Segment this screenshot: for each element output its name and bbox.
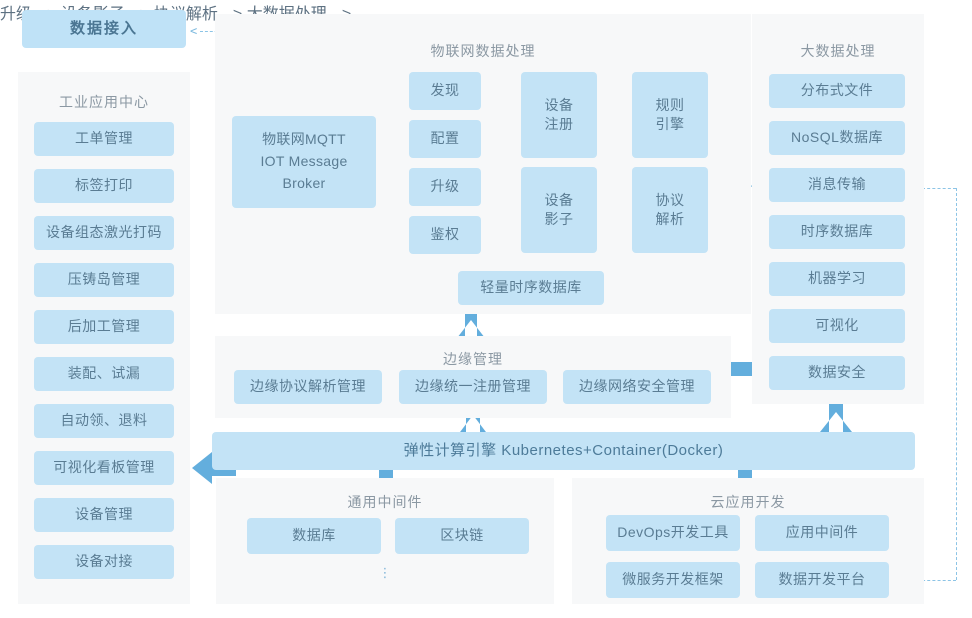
header-data-access-label: 数据接入 bbox=[69, 19, 138, 37]
box-device-shadow-line2: 影子 bbox=[544, 211, 574, 227]
box-device-shadow-line1: 设备 bbox=[544, 192, 574, 209]
box-protocol-parsing[interactable]: 协议 解析 bbox=[632, 167, 708, 253]
box-elastic-compute-engine[interactable]: 弹性计算引擎 Kubernetes+Container(Docker) bbox=[212, 432, 915, 470]
box-edge-protocol-parsing-management[interactable]: 边缘协议解析管理 bbox=[234, 370, 382, 404]
connector-bigdata-horizontal bbox=[922, 188, 956, 189]
panel-title-edge-management: 边缘管理 bbox=[443, 351, 503, 367]
box-device-registration-line2: 注册 bbox=[544, 116, 574, 132]
box-blockchain[interactable]: 区块链 bbox=[395, 518, 529, 554]
box-device-registration[interactable]: 设备 注册 bbox=[521, 72, 597, 158]
box-rule-engine[interactable]: 规则 引擎 bbox=[632, 72, 708, 158]
box-visualization[interactable]: 可视化 bbox=[769, 309, 905, 343]
box-configuration[interactable]: 配置 bbox=[409, 120, 481, 158]
box-message-transport[interactable]: 消息传输 bbox=[769, 168, 905, 202]
box-rule-engine-line2: 引擎 bbox=[655, 116, 685, 132]
box-auto-material-request-return[interactable]: 自动领、退料 bbox=[34, 404, 174, 438]
box-authentication[interactable]: 鉴权 bbox=[409, 216, 481, 254]
box-application-middleware[interactable]: 应用中间件 bbox=[755, 515, 889, 551]
box-device-shadow[interactable]: 设备 影子 bbox=[521, 167, 597, 253]
box-die-casting-island-management[interactable]: 压铸岛管理 bbox=[34, 263, 174, 297]
box-microservice-framework[interactable]: 微服务开发框架 bbox=[606, 562, 740, 598]
box-device-management[interactable]: 设备管理 bbox=[34, 498, 174, 532]
box-upgrade[interactable]: 升级 bbox=[409, 168, 481, 206]
arrow-compute-to-big-data bbox=[820, 404, 852, 432]
box-work-order-management[interactable]: 工单管理 bbox=[34, 122, 174, 156]
box-visual-dashboard-management[interactable]: 可视化看板管理 bbox=[34, 451, 174, 485]
box-data-security[interactable]: 数据安全 bbox=[769, 356, 905, 390]
box-edge-network-security-management[interactable]: 边缘网络安全管理 bbox=[563, 370, 711, 404]
box-iot-mqtt-broker[interactable]: 物联网MQTT IOT Message Broker bbox=[232, 116, 376, 208]
header-data-access-box[interactable]: 数据接入 bbox=[22, 10, 186, 48]
box-lightweight-tsdb[interactable]: 轻量时序数据库 bbox=[458, 271, 604, 305]
panel-title-industrial-app-center: 工业应用中心 bbox=[59, 94, 149, 110]
box-machine-learning[interactable]: 机器学习 bbox=[769, 262, 905, 296]
box-time-series-database[interactable]: 时序数据库 bbox=[769, 215, 905, 249]
box-post-processing-management[interactable]: 后加工管理 bbox=[34, 310, 174, 344]
box-label-printing[interactable]: 标签打印 bbox=[34, 169, 174, 203]
box-rule-engine-line1: 规则 bbox=[655, 97, 685, 114]
box-device-config-laser-marking[interactable]: 设备组态激光打码 bbox=[34, 216, 174, 250]
box-iot-mqtt-broker-line2: IOT Message bbox=[260, 153, 348, 170]
middleware-more-ellipsis: ⋮ bbox=[378, 565, 392, 580]
box-device-integration[interactable]: 设备对接 bbox=[34, 545, 174, 579]
box-database[interactable]: 数据库 bbox=[247, 518, 381, 554]
box-device-registration-line1: 设备 bbox=[544, 97, 574, 114]
box-data-development-platform[interactable]: 数据开发平台 bbox=[755, 562, 889, 598]
box-devops-tools[interactable]: DevOps开发工具 bbox=[606, 515, 740, 551]
box-nosql-database[interactable]: NoSQL数据库 bbox=[769, 121, 905, 155]
box-assembly-leak-test[interactable]: 装配、试漏 bbox=[34, 357, 174, 391]
panel-title-common-middleware: 通用中间件 bbox=[347, 494, 423, 510]
panel-title-iot-data-processing: 物联网数据处理 bbox=[430, 43, 536, 59]
connector-arrowhead-data-access: < bbox=[190, 24, 197, 38]
panel-title-big-data-processing: 大数据处理 bbox=[800, 43, 876, 59]
box-distributed-file[interactable]: 分布式文件 bbox=[769, 74, 905, 108]
connector-right-edge-vertical bbox=[956, 188, 957, 580]
box-iot-mqtt-broker-line1: 物联网MQTT bbox=[262, 131, 346, 148]
box-iot-mqtt-broker-line3: Broker bbox=[282, 174, 326, 191]
box-protocol-parsing-line2: 解析 bbox=[655, 211, 685, 227]
box-discovery[interactable]: 发现 bbox=[409, 72, 481, 110]
panel-title-cloud-app-development: 云应用开发 bbox=[710, 494, 786, 510]
box-edge-unified-registration-management[interactable]: 边缘统一注册管理 bbox=[399, 370, 547, 404]
box-protocol-parsing-line1: 协议 bbox=[655, 192, 685, 209]
panel-big-data-processing: 大数据处理 bbox=[752, 14, 924, 404]
